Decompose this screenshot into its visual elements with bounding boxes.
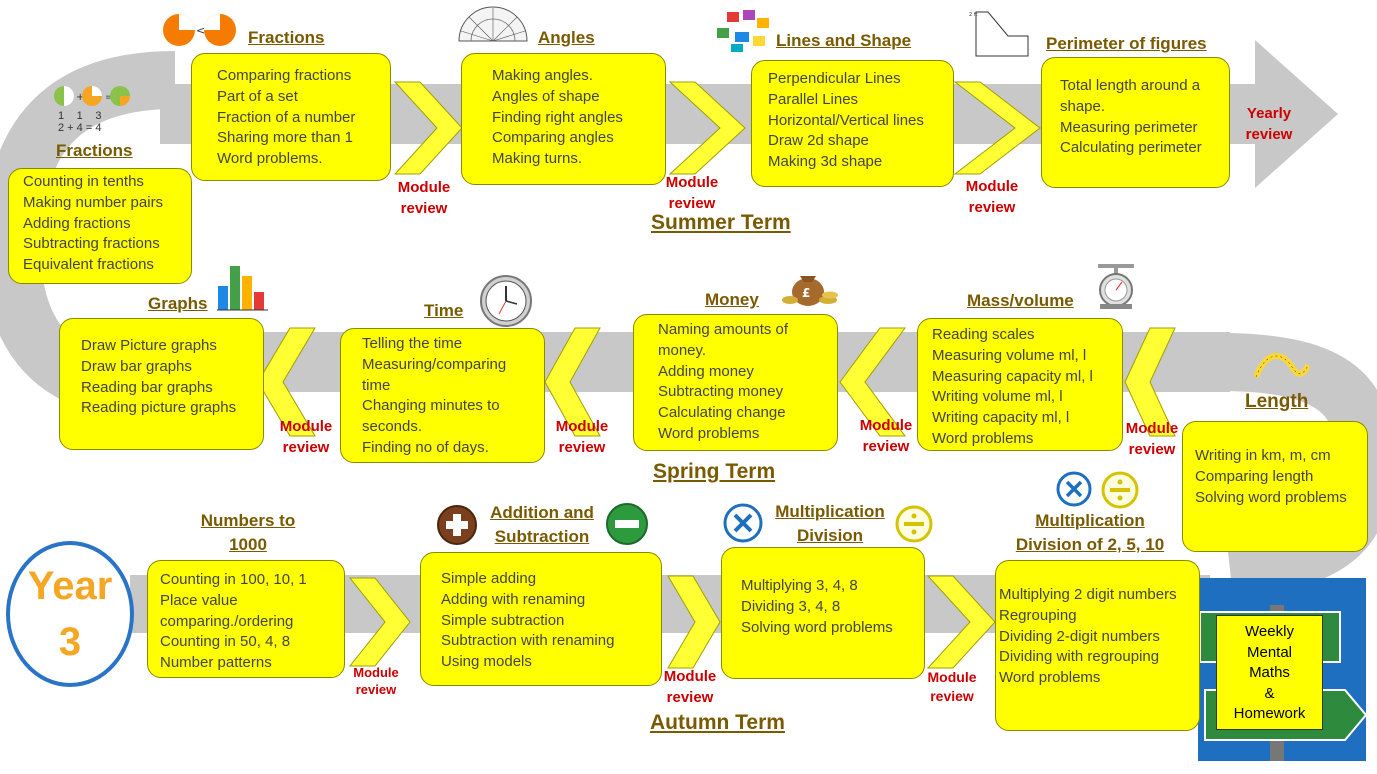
term-title-summer: Summer Term [651, 211, 791, 234]
topic-title-fractions: Fractions [248, 28, 325, 47]
svg-text:+: + [76, 92, 84, 103]
topic-title-angles: Angles [538, 28, 595, 47]
fraction-pie-icon: + = [54, 86, 130, 106]
scale-icon [1098, 264, 1134, 309]
svg-text:2 ft: 2 ft [969, 12, 977, 18]
topic-title-fractions-left: Fractions [56, 141, 133, 160]
arrow-head [1255, 40, 1338, 188]
svg-text:<: < [196, 24, 205, 37]
multiply-icon-2 [1056, 471, 1092, 507]
money-bag-icon: £ [782, 276, 838, 306]
term-title-spring: Spring Term [653, 460, 776, 483]
year-badge: Year 3 [6, 541, 134, 687]
divide-icon-2 [1101, 471, 1139, 509]
l-shape-icon: 2 ft [969, 11, 1029, 57]
year-number: 3 [58, 620, 82, 664]
year-label: Year [27, 564, 113, 608]
svg-text:=: = [105, 92, 113, 103]
term-title-autumn: Autumn Term [650, 711, 785, 734]
topic-title-mass-volume: Mass/volume [967, 291, 1074, 310]
tape-measure-icon [1253, 353, 1310, 379]
multiply-icon [723, 503, 763, 543]
topic-title-lines-and-shape: Lines and Shape [776, 31, 912, 50]
minus-icon [606, 503, 648, 545]
svg-text:£: £ [802, 286, 810, 300]
clock-icon [480, 275, 532, 327]
blocks-icon [717, 10, 769, 52]
topic-title-time: Time [424, 301, 464, 320]
bar-chart-icon [217, 266, 268, 311]
divide-icon [895, 505, 933, 543]
topic-title-money: Money [705, 290, 759, 309]
pie-compare-icon: < [163, 14, 236, 46]
topic-title-length: Length [1245, 391, 1309, 412]
topic-title-graphs: Graphs [148, 294, 208, 313]
protractor-icon [458, 6, 528, 42]
plus-icon [437, 505, 477, 545]
topic-title-perimeter: Perimeter of figures [1046, 34, 1207, 53]
topic-box-perimeter: Total length around a shape.Measuring pe… [1041, 57, 1230, 188]
topic-box-angles: Making angles.Angles of shape Finding ri… [461, 53, 666, 185]
topic-box-money: Naming amounts of money.Adding money Sub… [633, 314, 838, 451]
